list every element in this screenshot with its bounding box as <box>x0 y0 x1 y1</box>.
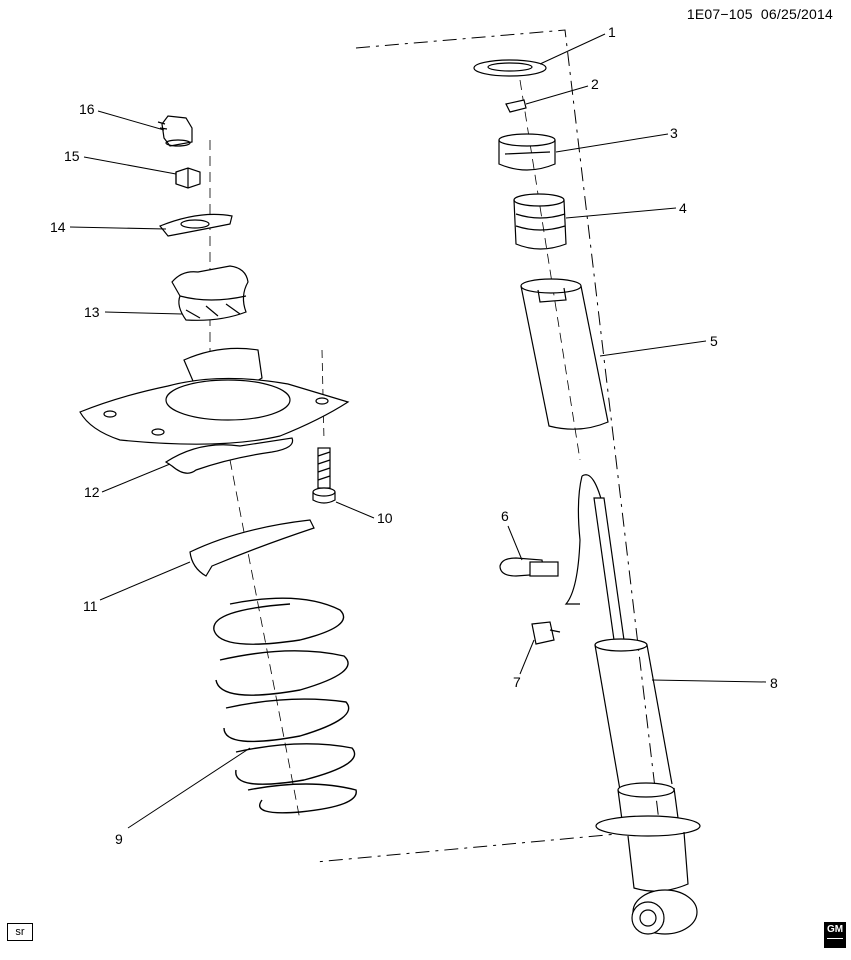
sensor-wire <box>564 474 605 605</box>
dust-boot-icon <box>520 278 609 430</box>
connector-icon <box>499 557 559 577</box>
callout-7: 7 <box>513 674 521 690</box>
lock-nut-icon <box>175 167 201 189</box>
shock-absorber-icon <box>593 497 701 935</box>
retainer-icon <box>159 213 233 237</box>
bump-stop-icon <box>513 193 567 250</box>
clip-icon <box>531 621 561 645</box>
leader-lines <box>69 33 767 829</box>
axis-left-lower <box>229 459 301 821</box>
callout-13: 13 <box>84 304 100 320</box>
callout-5: 5 <box>710 333 718 349</box>
callout-2: 2 <box>591 76 599 92</box>
bearing-icon <box>498 133 556 171</box>
callout-10: 10 <box>377 510 393 526</box>
callout-16: 16 <box>79 101 95 117</box>
bolt-icon <box>312 447 336 504</box>
callout-12: 12 <box>84 484 100 500</box>
callout-1: 1 <box>608 24 616 40</box>
strut-mount-icon <box>79 347 350 474</box>
diagram-id: 1E07−105 <box>686 6 753 22</box>
callout-3: 3 <box>670 125 678 141</box>
nut-icon <box>505 99 527 113</box>
callout-9: 9 <box>115 831 123 847</box>
callout-8: 8 <box>770 675 778 691</box>
callout-11: 11 <box>83 598 98 614</box>
mount-insulator-icon <box>171 265 249 321</box>
gm-logo-underline <box>827 938 843 945</box>
spring-insulator-icon <box>189 519 315 577</box>
callout-6: 6 <box>501 508 509 524</box>
callout-14: 14 <box>50 219 66 235</box>
coil-spring-icon <box>213 597 357 814</box>
gm-logo: GM <box>824 922 846 948</box>
diagram-date: 06/25/2014 <box>760 6 833 22</box>
sr-badge: sr <box>7 923 33 941</box>
gm-logo-text: GM <box>826 924 844 935</box>
assembly-bracket <box>315 29 661 863</box>
diagram-header: 1E07−105 06/25/2014 <box>687 6 833 22</box>
callout-4: 4 <box>679 200 687 216</box>
cap-icon <box>157 115 193 147</box>
washer-icon <box>473 59 547 77</box>
callout-15: 15 <box>64 148 80 164</box>
